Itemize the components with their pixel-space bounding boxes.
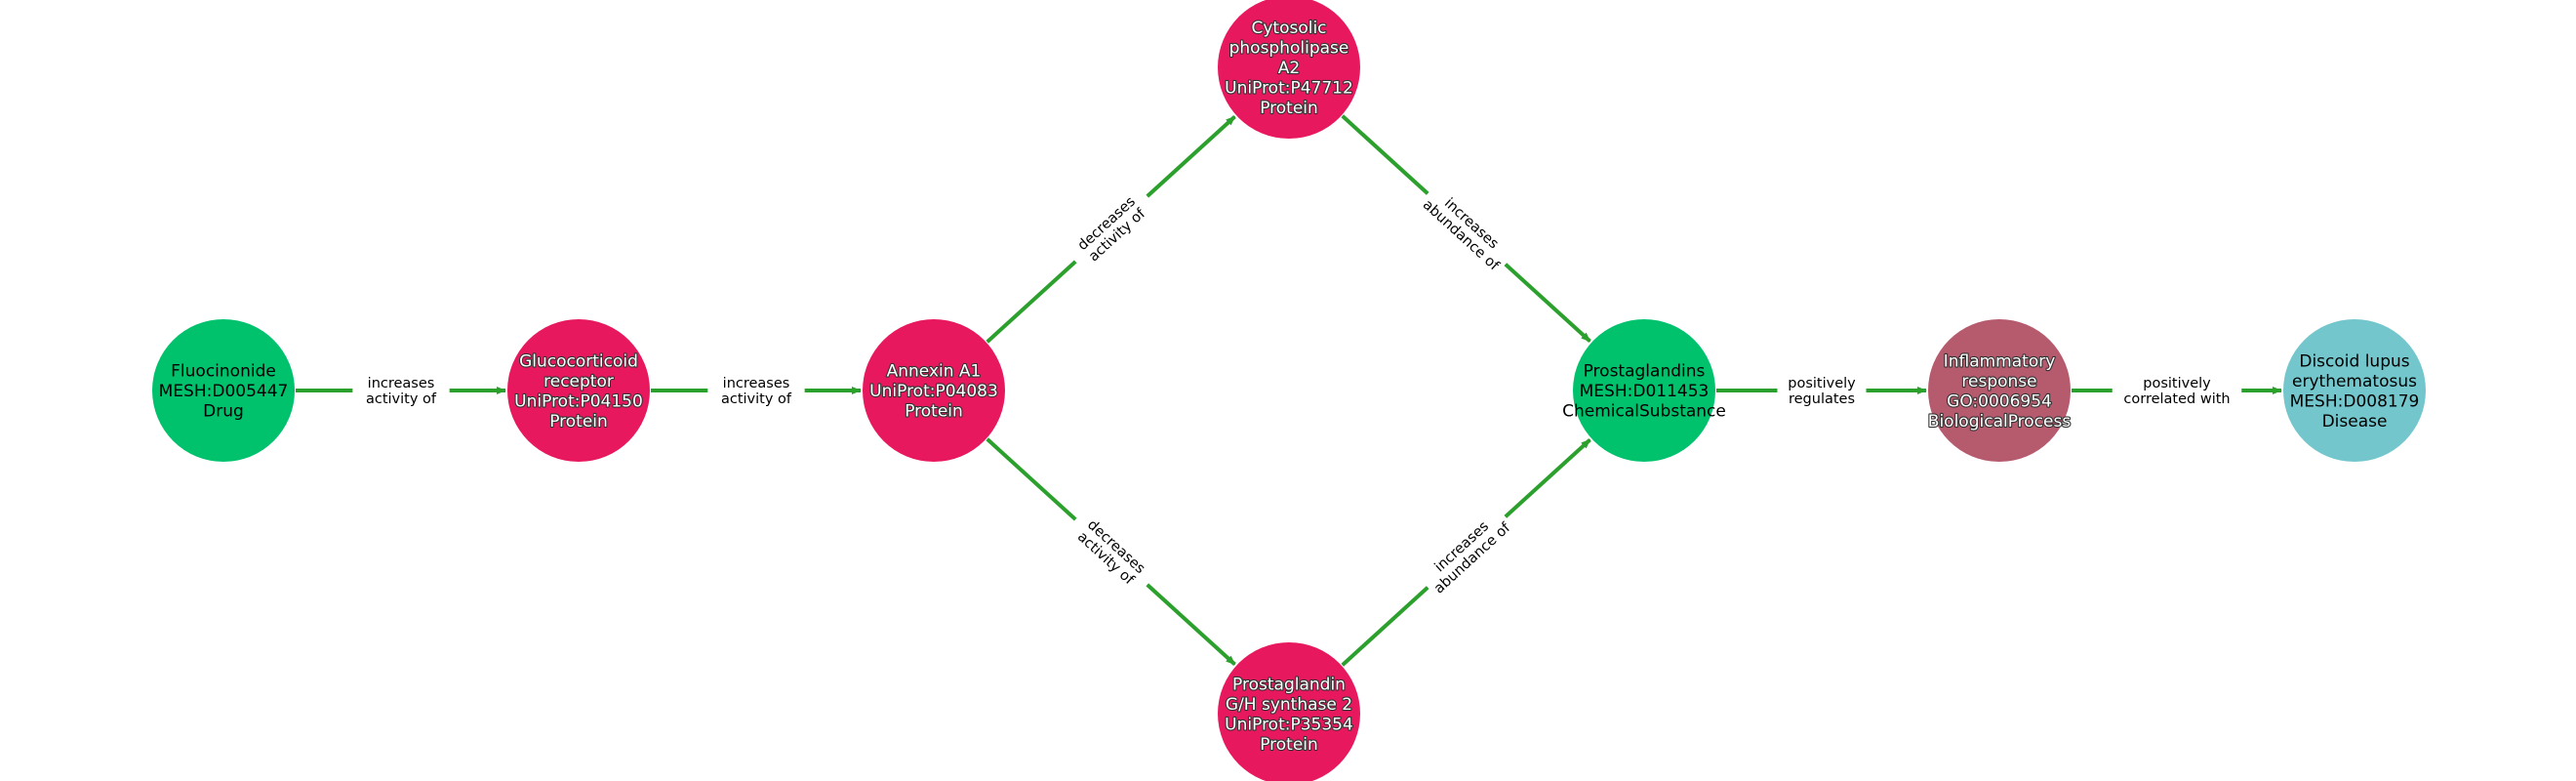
node-label-line: UniProt:P04150 <box>514 391 643 411</box>
node-label-line: phospholipase <box>1229 39 1349 59</box>
node-label-line: MESH:D011453 <box>1580 382 1710 401</box>
edge-label-line: activity of <box>721 391 792 407</box>
node-label-line: receptor <box>543 372 614 391</box>
node-label-line: erythematosus <box>2292 372 2417 391</box>
node-circle[interactable] <box>507 319 650 462</box>
node-circle[interactable] <box>152 319 295 462</box>
node-label-line: Prostaglandins <box>1584 362 1706 382</box>
edge-label-background <box>1777 373 1867 408</box>
edge-label-line: positively <box>1788 376 1856 391</box>
node-label-line: Disease <box>2322 412 2388 432</box>
edge-label-line: activity of <box>366 391 437 407</box>
edge-label-annexin-a1-to-cytosolic-phospholipase-a2: decreasesactivity of <box>1064 183 1159 275</box>
node-circle[interactable] <box>863 319 1005 462</box>
edge-label-background <box>707 373 805 408</box>
node-label-line: MESH:D008179 <box>2290 391 2420 411</box>
edge-label-background <box>2112 373 2242 408</box>
node-label-line: Cytosolic <box>1251 19 1326 38</box>
node-circle[interactable] <box>1928 319 2071 462</box>
edge-label-prostaglandin-g-h-synthase-2-to-prostaglandins: increasesabundance of <box>1416 503 1517 601</box>
node-circle[interactable] <box>2283 319 2426 462</box>
edge-label-line: increases <box>723 376 790 391</box>
edge-label-background <box>1416 503 1517 601</box>
node-label-line: G/H synthase 2 <box>1226 695 1352 715</box>
node-label-line: Glucocorticoid <box>519 351 638 371</box>
edge-label-annexin-a1-to-prostaglandin-g-h-synthase-2: decreasesactivity of <box>1064 506 1159 598</box>
node-label-line: Inflammatory <box>1944 351 2056 371</box>
edge-label-line: positively <box>2143 376 2211 391</box>
node-label-line: BiologicalProcess <box>1928 412 2072 432</box>
node-label-line: Discoid lupus <box>2299 351 2409 371</box>
node-label-line: UniProt:P35354 <box>1225 715 1353 734</box>
edge-label-cytosolic-phospholipase-a2-to-prostaglandins: increasesabundance of <box>1416 180 1517 278</box>
node-label-line: Prostaglandin <box>1232 675 1346 694</box>
edge-label-background <box>352 373 450 408</box>
edge-label-line: increases <box>368 376 435 391</box>
node-label-line: Fluocinonide <box>171 362 276 382</box>
node-label-line: Protein <box>905 402 963 422</box>
node-label-line: Protein <box>549 412 608 432</box>
node-label-line: Protein <box>1260 99 1318 118</box>
node-label-line: Protein <box>1260 735 1318 755</box>
node-label-line: ChemicalSubstance <box>1562 402 1726 422</box>
edge-label-background <box>1416 180 1517 278</box>
edge-label-background <box>1064 506 1159 598</box>
node-label-line: UniProt:P47712 <box>1225 79 1353 99</box>
edge-label-background <box>1064 183 1159 275</box>
node-circle[interactable] <box>1218 0 1360 139</box>
node-label-line: Drug <box>203 402 244 422</box>
node-label-line: A2 <box>1278 59 1300 78</box>
node-circle[interactable] <box>1573 319 1715 462</box>
node-label-line: response <box>1961 372 2036 391</box>
node-label-line: UniProt:P04083 <box>869 382 998 401</box>
node-circle[interactable] <box>1218 642 1360 781</box>
node-label-line: Annexin A1 <box>887 362 982 382</box>
node-label-line: GO:0006954 <box>1947 391 2052 411</box>
edge-label-line: correlated with <box>2123 391 2230 407</box>
edge-label-line: regulates <box>1789 391 1855 407</box>
node-label-line: MESH:D005447 <box>159 382 289 401</box>
